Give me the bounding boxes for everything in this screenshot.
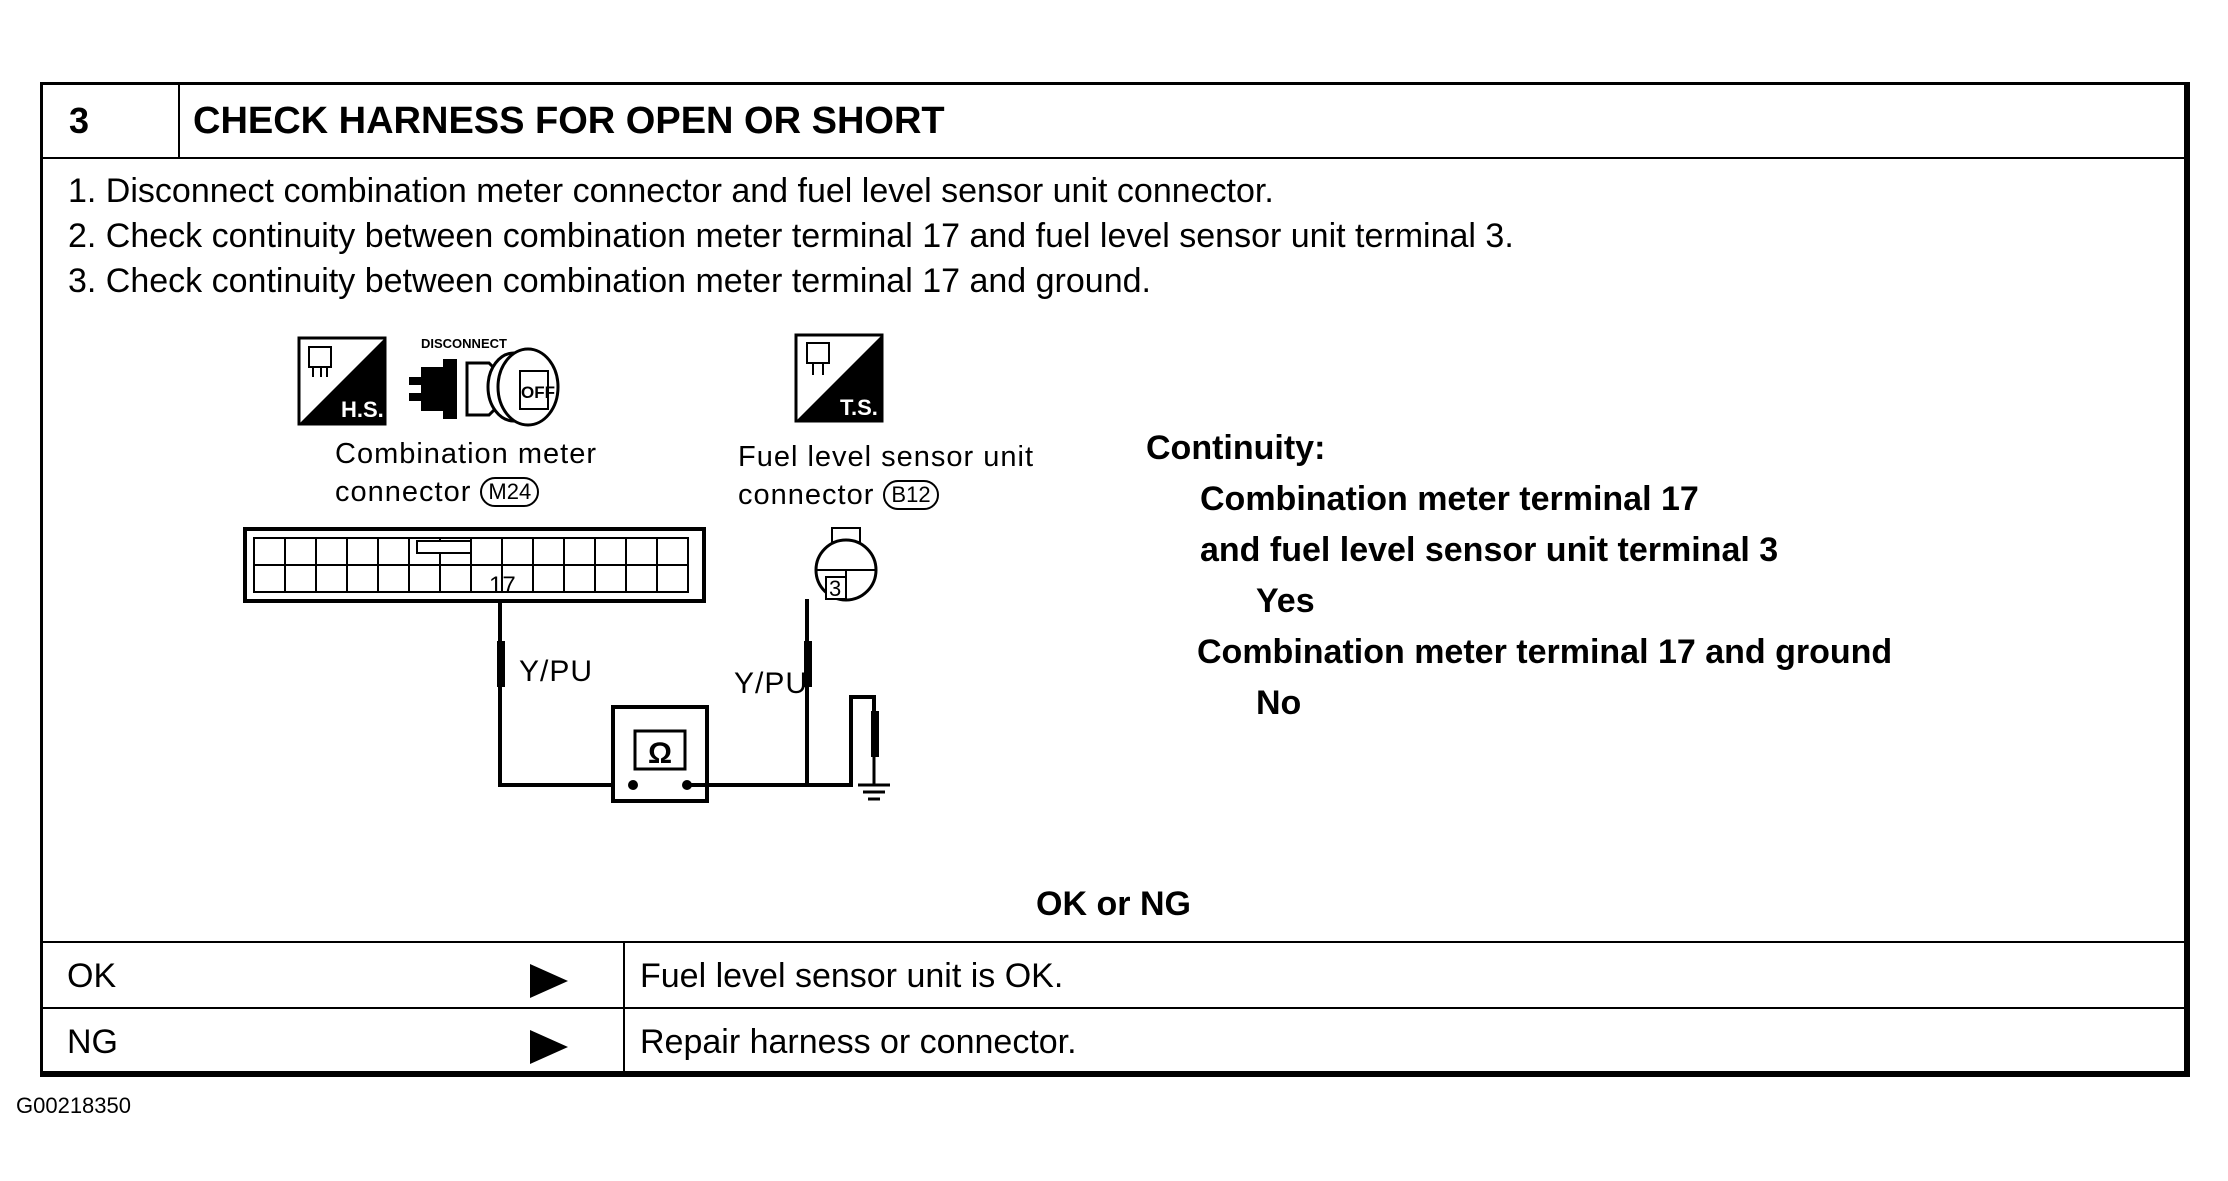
sensor-terminal-number: 3: [829, 576, 841, 601]
continuity-line: Combination meter terminal 17: [1200, 480, 1699, 518]
off-label: OFF: [521, 383, 555, 402]
result-text: Repair harness or connector.: [640, 1023, 1077, 1061]
harness-side-icon: H.S.: [297, 336, 387, 426]
instruction-item: 3. Check continuity between combination …: [68, 262, 1151, 300]
ohm-symbol: Ω: [648, 737, 672, 770]
result-row-ok: OK Fuel level sensor unit is OK.: [43, 941, 2184, 1009]
step-number: 3: [43, 85, 180, 157]
result-code: OK: [67, 957, 117, 995]
sensor-connector-label-line2: connector B12: [738, 476, 1034, 514]
continuity-line: and fuel level sensor unit terminal 3: [1200, 531, 1779, 569]
step-header: 3 CHECK HARNESS FOR OPEN OR SHORT: [43, 85, 2184, 159]
meter-connector-word: connector: [335, 476, 472, 508]
meter-connector-id: M24: [480, 477, 540, 507]
sensor-connector-label-line1: Fuel level sensor unit: [738, 441, 1035, 473]
result-divider: [623, 943, 625, 1009]
wiring-diagram: H.S. DISCONNECT OFF T.S.: [243, 333, 890, 803]
connector-cavity: [656, 564, 689, 593]
meter-connector-label: Combination meter connector M24: [335, 435, 597, 511]
result-divider: [623, 1009, 625, 1075]
ts-icon-label: T.S.: [840, 395, 878, 420]
instruction-item: 1. Disconnect combination meter connecto…: [68, 172, 1274, 210]
result-row-ng: NG Repair harness or connector.: [43, 1007, 2184, 1075]
ground-icon: [858, 750, 890, 801]
ok-or-ng-heading: OK or NG: [1036, 885, 1191, 923]
sensor-connector-id: B12: [883, 480, 939, 510]
procedure-table: 3 CHECK HARNESS FOR OPEN OR SHORT 1. Dis…: [40, 82, 2190, 1077]
continuity-result: Yes: [1256, 582, 1315, 620]
figure-code: G00218350: [16, 1093, 131, 1118]
wire-color-left: Y/PU: [519, 655, 594, 688]
continuity-line: Combination meter terminal 17 and ground: [1197, 633, 1893, 671]
fuel-sensor-connector: 3: [814, 527, 878, 602]
disconnect-label: DISCONNECT: [421, 336, 507, 351]
combination-meter-connector: 17: [243, 527, 706, 603]
wire-color-right: Y/PU: [734, 667, 809, 700]
continuity-heading: Continuity:: [1146, 429, 1326, 467]
meter-terminal-number: 17: [489, 572, 516, 599]
arrow-right-icon: [530, 1030, 568, 1064]
sensor-connector-label: Fuel level sensor unit connector B12: [738, 438, 1034, 514]
probe-ground: [871, 711, 879, 757]
hs-icon-label: H.S.: [341, 397, 384, 422]
continuity-result: No: [1256, 684, 1302, 722]
instruction-item: 2. Check continuity between combination …: [68, 217, 1514, 255]
meter-connector-label-line1: Combination meter: [335, 438, 597, 470]
result-text: Fuel level sensor unit is OK.: [640, 957, 1064, 995]
arrow-right-icon: [530, 964, 568, 998]
instruction-list: 1. Disconnect combination meter connecto…: [68, 169, 1514, 304]
terminal-side-icon: T.S.: [794, 333, 884, 423]
sensor-connector-word: connector: [738, 479, 875, 511]
step-title: CHECK HARNESS FOR OPEN OR SHORT: [193, 100, 945, 142]
probe-left: [497, 641, 505, 687]
result-code: NG: [67, 1023, 118, 1061]
ignition-off-icon: OFF: [486, 347, 560, 427]
ohmmeter-icon: Ω: [611, 705, 807, 803]
probe-right: [804, 641, 812, 687]
meter-connector-label-line2: connector M24: [335, 473, 597, 511]
